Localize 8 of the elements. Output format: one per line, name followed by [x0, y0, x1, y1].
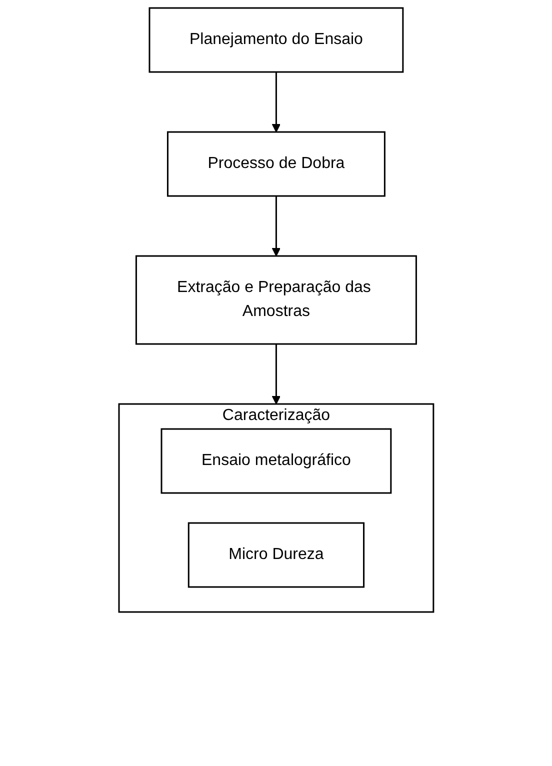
node-box: Processo de Dobra: [166, 131, 386, 197]
node-box: Planejamento do Ensaio: [148, 7, 404, 73]
arrow: [272, 196, 280, 256]
node-box: Ensaio metalográfico: [160, 428, 392, 494]
node-box: Extração e Preparação das Amostras: [135, 255, 417, 345]
arrow: [272, 72, 280, 132]
arrow: [272, 344, 280, 404]
node-box: Micro Dureza: [188, 522, 364, 588]
